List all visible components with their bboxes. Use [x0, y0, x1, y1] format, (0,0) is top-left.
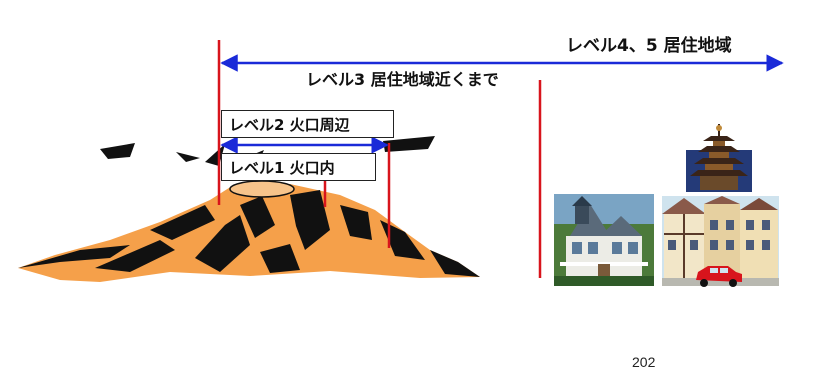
victorian-house-icon	[554, 194, 654, 286]
range-arrows	[220, 54, 784, 154]
red-car-icon	[696, 266, 742, 287]
level-2-label-box: レベル2 火口周辺	[221, 110, 394, 138]
level-4-5-label: レベル4、5 居住地域	[566, 36, 732, 56]
pagoda-icon	[686, 124, 752, 192]
level-boundary-markers	[217, 40, 542, 278]
volcano-illustration	[18, 136, 480, 282]
level-3-label: レベル3 居住地域近くまで	[306, 70, 499, 89]
level-1-label-box: レベル1 火口内	[221, 153, 376, 181]
town-houses-icon	[662, 196, 779, 286]
page-number: 202	[632, 354, 656, 370]
